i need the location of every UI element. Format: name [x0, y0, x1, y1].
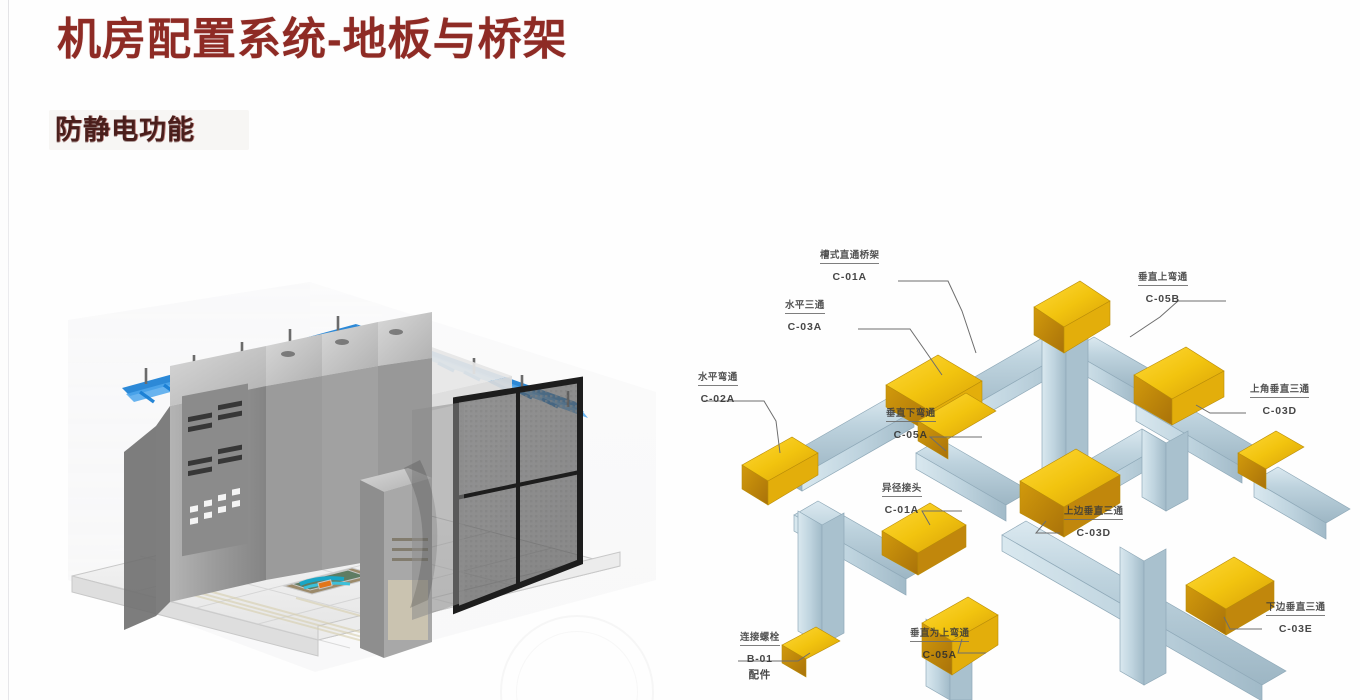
tray-label-reducer: 异径接头 C-01A [882, 480, 922, 516]
left-vertical-rule [8, 0, 9, 700]
tray-label-c01a: 槽式直通桥架 C-01A [820, 247, 880, 283]
subtitle: 防静电功能 [55, 115, 195, 145]
tray-label-c05b: 垂直上弯通 C-05B [1138, 269, 1188, 305]
tray-label-c03d-mid: 上边垂直三通 C-03D [1064, 503, 1124, 539]
tray-svg [704, 280, 1351, 700]
fitting-far-right [1237, 430, 1305, 490]
tray-label-c05a: 垂直下弯通 C-05A [886, 405, 936, 441]
underfloor-cables [167, 579, 391, 645]
tray-label-c03a: 水平三通 C-03A [785, 297, 825, 333]
tray-label-c05a-bottom: 垂直为上弯通 C-05A [910, 625, 970, 661]
mesh-door-panel [453, 376, 583, 615]
tray-label-b01: 连接螺栓 B-01 配件 [740, 629, 780, 682]
cabinet-front-panel [182, 383, 248, 557]
tray-label-c03d-upper: 上角垂直三通 C-03D [1250, 381, 1310, 417]
cable-tray-diagram: 槽式直通桥架 C-01A 水平三通 C-03A 水平弯通 C-02A 垂直下弯通… [690, 225, 1360, 700]
fitting-bottom-up-bend [921, 596, 999, 676]
page-title: 机房配置系统-地板与桥架 [57, 15, 568, 64]
fitting-horizontal-elbow [741, 436, 819, 506]
subtitle-highlight-box [49, 110, 249, 150]
tray-fittings [741, 280, 1305, 678]
shadow-column [404, 402, 464, 620]
subtitle-group: 防静电功能 [49, 110, 249, 150]
datacenter-room-illustration [60, 280, 660, 700]
tray-label-c03e: 下边垂直三通 C-03E [1266, 599, 1326, 635]
tray-label-c02a: 水平弯通 C-02A [698, 369, 738, 405]
leader-lines [704, 280, 1262, 662]
fitting-vertical-up-bend [1033, 280, 1111, 354]
left-margin-strip [0, 0, 8, 700]
fitting-mid-vertical-tee [1019, 448, 1121, 538]
room-svg [68, 282, 656, 672]
fitting-upper-corner-tee [1133, 346, 1225, 426]
fitting-reducer [881, 502, 967, 576]
fitting-lower-vertical-tee [1185, 556, 1275, 636]
